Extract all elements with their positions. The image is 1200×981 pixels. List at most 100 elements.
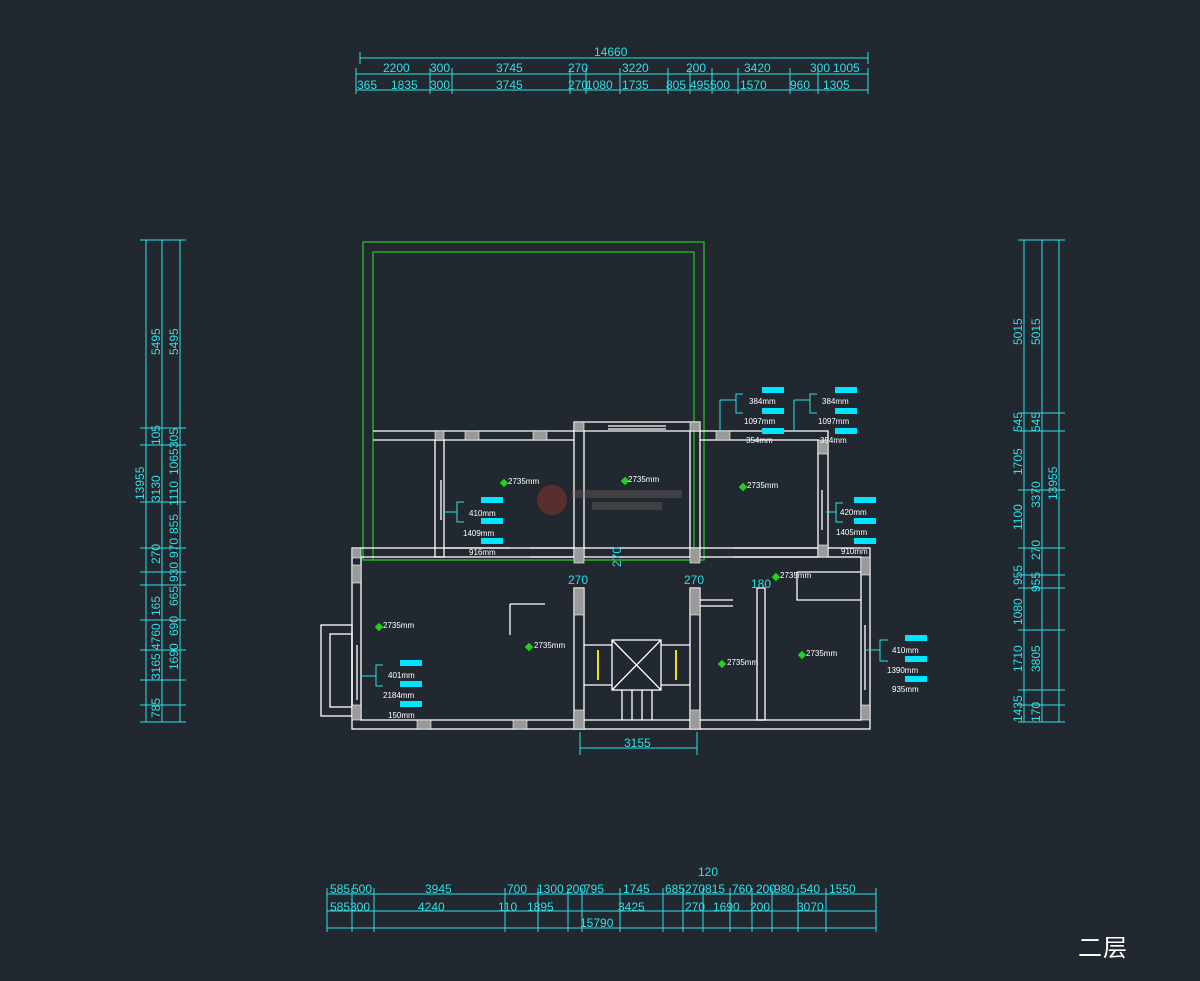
top2-dim-2: 1835 <box>391 78 418 92</box>
top-row1-ticks <box>355 68 869 94</box>
left-overall-dim: 13955 <box>133 466 147 500</box>
window-5-b: 1097mm <box>744 417 775 426</box>
window-tags: 410mm 1409mm 916mm 420mm 1405mm 910mm 40… <box>360 387 927 720</box>
ceiling-height-4: 2735mm <box>383 621 414 630</box>
top2-dim-4: 3745 <box>496 78 523 92</box>
ceiling-height-1: 2735mm <box>508 477 539 486</box>
bot2-dim-3: 4240 <box>418 900 445 914</box>
left-dim-3: 3130 <box>149 475 163 502</box>
top-dim-9: 1005 <box>833 61 860 75</box>
window-5-c: 354mm <box>746 436 773 445</box>
right-dim-3: 1705 <box>1011 448 1025 475</box>
bot2-dim-4: 110 <box>498 900 517 914</box>
right-dim-5: 955 <box>1011 565 1025 585</box>
bot-dim-11: 815 <box>705 882 725 896</box>
top2-dim-9: 495 <box>690 78 710 92</box>
wall-dim-1: 270 <box>568 573 588 587</box>
bot2-dim-8: 1690 <box>713 900 740 914</box>
right-dim-4: 1100 <box>1011 504 1025 530</box>
right-dim-6: 1080 <box>1011 598 1025 625</box>
top2-dim-8: 805 <box>666 78 686 92</box>
left2-dim-5: 855 <box>167 514 181 534</box>
watermark-logo <box>537 485 682 515</box>
left2-dim-1: 5495 <box>167 328 181 355</box>
window-2-b: 1405mm <box>836 528 867 537</box>
wall-dim-3: 270 <box>610 547 624 567</box>
ceiling-height-8: 2735mm <box>806 649 837 658</box>
bot-dim-5: 1300 <box>537 882 564 896</box>
window-3-a: 401mm <box>388 671 415 680</box>
window-2-a: 420mm <box>840 508 867 517</box>
hatched-columns <box>351 421 871 730</box>
right-ticks <box>1018 239 1065 723</box>
bot-dim-16: 1550 <box>829 882 856 896</box>
right2-dim-2: 545 <box>1029 412 1043 432</box>
top-dim-1: 2200 <box>383 61 410 75</box>
bottom-extra-dim: 120 <box>698 865 718 879</box>
left2-dim-10: 1690 <box>167 643 181 670</box>
floor-label: 二层 <box>1078 934 1128 962</box>
stair-rails <box>597 650 677 680</box>
window-1-b: 1409mm <box>463 529 494 538</box>
top-dim-4: 270 <box>568 61 588 75</box>
right-overall-dim: 13955 <box>1046 466 1060 500</box>
right-dim-8: 1435 <box>1011 695 1025 722</box>
top2-dim-10: 500 <box>710 78 730 92</box>
bot-dim-1: 585 <box>330 882 350 896</box>
ceiling-height-7: 2735mm <box>727 658 758 667</box>
bot2-dim-1: 585 <box>330 900 350 914</box>
left-dim-4: 270 <box>149 544 163 564</box>
top-dim-8: 300 <box>810 61 830 75</box>
left-dim-8: 785 <box>149 698 163 718</box>
bot2-dim-9: 200 <box>750 900 770 914</box>
bot-dim-7: 795 <box>584 882 604 896</box>
bot-dim-13: 200 <box>756 882 776 896</box>
left2-dim-9: 690 <box>167 616 181 636</box>
left-dim-7: 3165 <box>149 653 163 680</box>
wall-dim-4: 180 <box>751 577 771 591</box>
stair-width-dim: 3155 <box>579 732 698 755</box>
bot2-dim-7: 270 <box>685 900 705 914</box>
top-dim-2: 300 <box>430 61 450 75</box>
right2-dim-4: 270 <box>1029 540 1043 560</box>
terrace-outline <box>362 241 705 561</box>
window-1-a: 410mm <box>469 509 496 518</box>
top-dim-6: 200 <box>686 61 706 75</box>
bot2-dim-6: 3425 <box>618 900 645 914</box>
top2-dim-1: 365 <box>357 78 377 92</box>
bot2-dim-5: 1895 <box>527 900 554 914</box>
right2-dim-6: 3805 <box>1029 645 1043 672</box>
window-5-a: 384mm <box>749 397 776 406</box>
window-2-c: 910mm <box>841 547 868 556</box>
left2-dim-7: 930 <box>167 562 181 582</box>
right-dim-1: 5015 <box>1011 318 1025 345</box>
stair-width-label: 3155 <box>624 736 651 750</box>
top-dim-5: 3220 <box>622 61 649 75</box>
window-4-c: 935mm <box>892 685 919 694</box>
bot-dim-4: 700 <box>507 882 527 896</box>
top-dimension-chain: 14660 2200 300 3745 270 3220 200 3420 30… <box>355 45 869 94</box>
bot-dim-8: 1745 <box>623 882 650 896</box>
top-overall-dim: 14660 <box>594 45 628 59</box>
right2-dim-7: 170 <box>1029 702 1043 722</box>
right-dimension-chain: 5015 545 1705 1100 955 1080 1710 1435 50… <box>1011 239 1065 723</box>
bot-dim-12: 760 <box>732 882 752 896</box>
bot2-dim-2: 300 <box>350 900 370 914</box>
window-4-a: 410mm <box>892 646 919 655</box>
left-dim-5: 165 <box>149 596 163 616</box>
window-6-c: 354mm <box>820 436 847 445</box>
right2-dim-5: 955 <box>1029 572 1043 592</box>
bot-dim-6: 200 <box>566 882 586 896</box>
top2-dim-7: 1735 <box>622 78 649 92</box>
left-dimension-chain: 13955 5495 105 3130 270 165 4760 3165 78… <box>133 239 186 723</box>
left-ticks <box>140 239 186 723</box>
top-dim-7: 3420 <box>744 61 771 75</box>
right2-dim-1: 5015 <box>1029 318 1043 345</box>
window-1-c: 916mm <box>469 548 496 557</box>
top2-dim-3: 300 <box>430 78 450 92</box>
right-dim-2: 545 <box>1011 412 1025 432</box>
bottom-overall-dim: 15790 <box>580 916 614 930</box>
window-6-a: 384mm <box>822 397 849 406</box>
left2-dim-6: 970 <box>167 538 181 558</box>
